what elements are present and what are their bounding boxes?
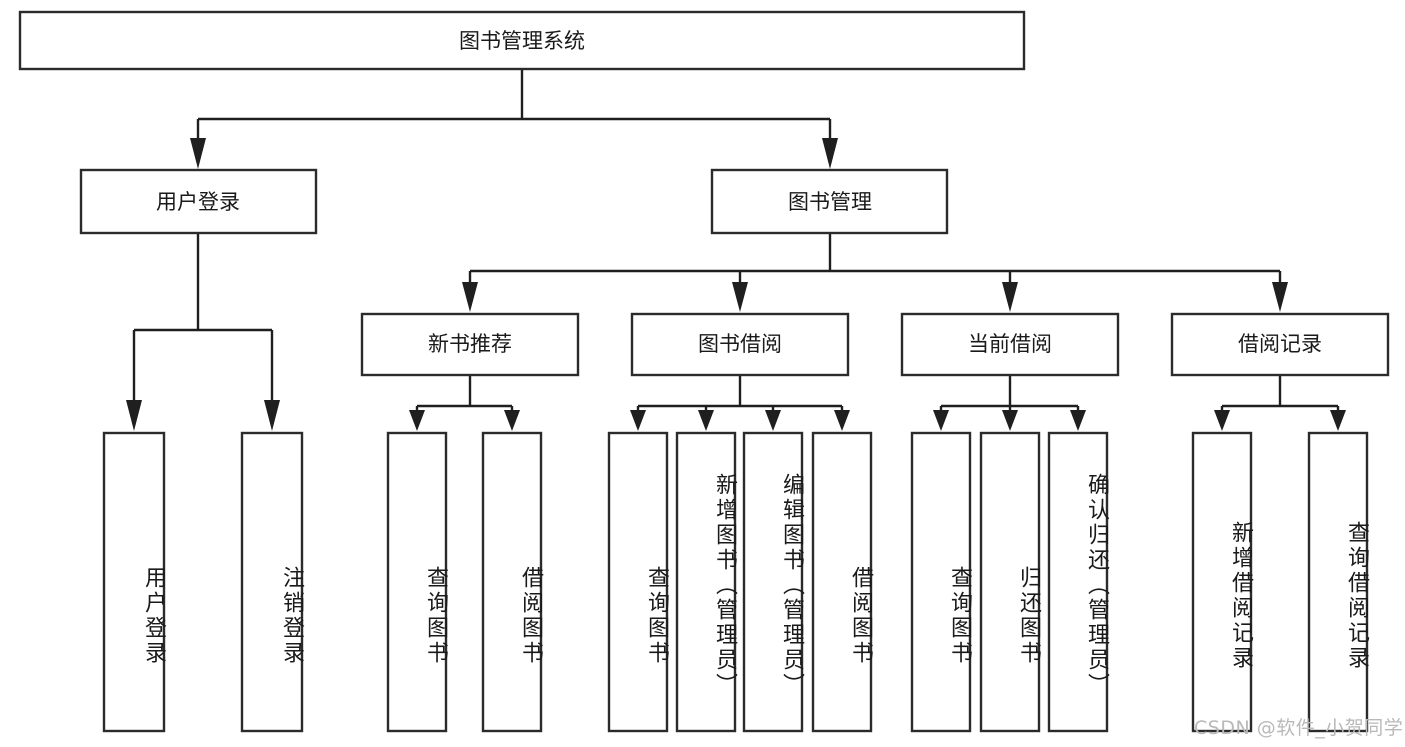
- node-new-book-rec[interactable]: 新书推荐: [360, 312, 580, 377]
- node-new-book-rec-box[interactable]: [360, 312, 580, 377]
- connector-group-root: [190, 69, 838, 169]
- arrow-to-leaf-add-book: [698, 410, 714, 431]
- connector-group-book-borrow: [630, 375, 850, 431]
- arrow-to-leaf-query-book-c: [933, 410, 949, 431]
- arrow-to-leaf-logout: [264, 400, 280, 431]
- leaf-boxes: [102, 431, 1369, 733]
- arrow-to-leaf-edit-book: [765, 410, 781, 431]
- arrow-to-new-book-rec: [462, 282, 478, 312]
- csdn-watermark: CSDN @软件_小贺同学: [1194, 717, 1404, 739]
- arrow-to-leaf-user-login: [126, 400, 142, 431]
- leaf-box-return-book[interactable]: [979, 431, 1041, 733]
- leaf-box-borrow-book-b[interactable]: [811, 431, 873, 733]
- node-root[interactable]: 图书管理系统: [18, 10, 1026, 71]
- node-borrow-record-label: 借阅记录: [1238, 332, 1322, 356]
- node-user-login[interactable]: 用户登录: [79, 168, 318, 235]
- connector-group-borrow-record: [1214, 375, 1346, 431]
- node-book-mgmt[interactable]: 图书管理: [710, 168, 949, 235]
- arrow-to-leaf-borrow-book-b: [834, 410, 850, 431]
- node-root-label: 图书管理系统: [459, 29, 585, 53]
- node-book-mgmt-box[interactable]: [710, 168, 949, 235]
- arrow-to-borrow-record: [1272, 282, 1288, 312]
- node-book-borrow-box[interactable]: [630, 312, 850, 377]
- leaf-box-query-book-b[interactable]: [607, 431, 669, 733]
- leaf-box-query-record[interactable]: [1307, 431, 1369, 733]
- arrow-to-leaf-query-book-a: [409, 410, 425, 431]
- connector-group-user-login: [126, 233, 280, 431]
- leaf-box-borrow-book-a[interactable]: [481, 431, 543, 733]
- node-current-borrow[interactable]: 当前借阅: [900, 312, 1120, 377]
- arrow-to-leaf-return-book: [1002, 410, 1018, 431]
- node-root-box[interactable]: [18, 10, 1026, 71]
- node-book-borrow[interactable]: 图书借阅: [630, 312, 850, 377]
- connector-group-new-book-rec: [409, 375, 520, 431]
- arrow-to-current-borrow: [1002, 282, 1018, 312]
- arrow-to-user-login: [190, 138, 206, 169]
- connector-group-current-borrow: [933, 375, 1086, 431]
- node-book-mgmt-label: 图书管理: [788, 190, 872, 214]
- leaf-box-user-login[interactable]: [102, 431, 166, 733]
- arrow-to-book-borrow: [732, 282, 748, 312]
- arrow-to-leaf-borrow-book-a: [504, 410, 520, 431]
- node-user-login-label: 用户登录: [156, 190, 240, 214]
- leaf-box-add-record[interactable]: [1191, 431, 1253, 733]
- leaf-box-logout[interactable]: [240, 431, 304, 733]
- leaf-box-query-book-c[interactable]: [910, 431, 972, 733]
- node-borrow-record-box[interactable]: [1170, 312, 1390, 377]
- leaf-box-add-book[interactable]: [675, 431, 737, 733]
- node-current-borrow-label: 当前借阅: [968, 332, 1052, 356]
- leaf-box-confirm-return[interactable]: [1047, 431, 1109, 733]
- leaf-box-query-book-a[interactable]: [386, 431, 448, 733]
- node-borrow-record[interactable]: 借阅记录: [1170, 312, 1390, 377]
- connector-group-book-mgmt: [462, 233, 1288, 312]
- arrow-to-leaf-query-book-b: [630, 410, 646, 431]
- arrow-to-leaf-confirm-return: [1070, 410, 1086, 431]
- node-current-borrow-box[interactable]: [900, 312, 1120, 377]
- arrow-to-book-mgmt: [822, 138, 838, 169]
- node-user-login-box[interactable]: [79, 168, 318, 235]
- arrow-to-leaf-add-record: [1214, 410, 1230, 431]
- node-book-borrow-label: 图书借阅: [698, 332, 782, 356]
- leaf-box-edit-book[interactable]: [742, 431, 804, 733]
- node-new-book-rec-label: 新书推荐: [428, 332, 512, 356]
- arrow-to-leaf-query-record: [1330, 410, 1346, 431]
